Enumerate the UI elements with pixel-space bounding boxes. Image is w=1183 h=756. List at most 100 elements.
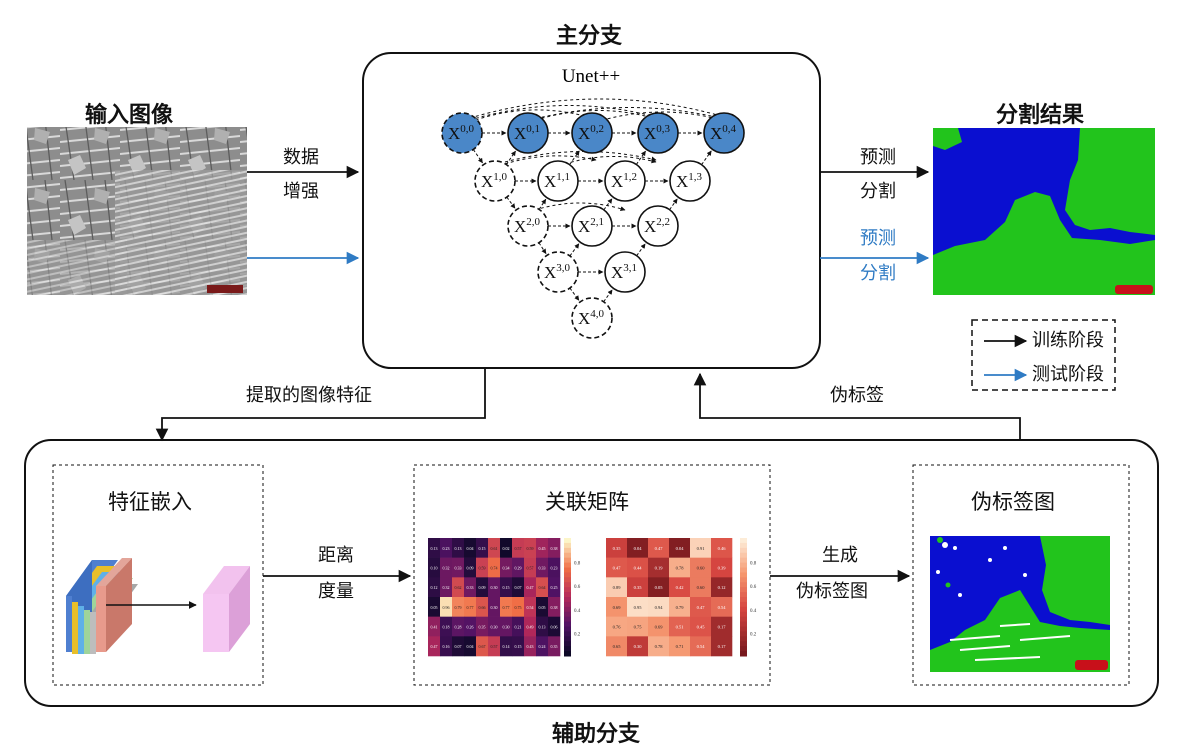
heatmap-cell bbox=[648, 538, 670, 558]
heatmap-value: 0.14 bbox=[503, 644, 510, 649]
heatmap-value: 0.15 bbox=[515, 644, 522, 649]
heatmap-value: 0.07 bbox=[515, 585, 522, 590]
colorbar-tick: 0.2 bbox=[574, 632, 581, 637]
heatmap-cell bbox=[627, 538, 649, 558]
colorbar-tick: 0.6 bbox=[574, 585, 581, 590]
predict-test-label-2: 分割 bbox=[860, 263, 896, 284]
heatmap-cell bbox=[524, 597, 537, 617]
heatmap-cell bbox=[488, 557, 501, 578]
heatmap-cell bbox=[524, 577, 537, 598]
unet-node-label: X bbox=[578, 124, 590, 143]
heatmap-value: 0.30 bbox=[503, 625, 510, 630]
heatmap-cell bbox=[606, 577, 628, 598]
heatmap-cell bbox=[452, 636, 465, 657]
unet-node-label: X bbox=[644, 217, 656, 236]
heatmap-cell bbox=[648, 636, 670, 657]
heatmap-cell bbox=[488, 597, 501, 617]
legend-test-label: 测试阶段 bbox=[1032, 364, 1104, 385]
svg-text:X4,0: X4,0 bbox=[578, 308, 605, 328]
heatmap-value: 0.30 bbox=[491, 625, 498, 630]
heatmap-value: 0.78 bbox=[676, 566, 685, 571]
heatmap-value: 0.26 bbox=[467, 625, 474, 630]
svg-text:X2,2: X2,2 bbox=[644, 216, 670, 236]
heatmap-cell bbox=[500, 597, 513, 617]
heatmap-cell bbox=[690, 557, 712, 578]
heatmap-cell bbox=[488, 577, 501, 598]
heatmap-value: 0.02 bbox=[503, 546, 510, 551]
embedded-feature bbox=[203, 566, 250, 652]
heatmap-value: 0.04 bbox=[467, 644, 474, 649]
heatmap-value: 0.33 bbox=[467, 585, 474, 590]
heatmap-cell bbox=[512, 557, 525, 578]
heatmap-value: 0.34 bbox=[503, 566, 510, 571]
heatmap-cell bbox=[428, 636, 441, 657]
heatmap-cell bbox=[711, 538, 733, 558]
heatmap-cell bbox=[606, 616, 628, 637]
heatmap-value: 0.46 bbox=[718, 546, 727, 551]
heatmap-value: 0.29 bbox=[515, 566, 522, 571]
heatmap-cell bbox=[512, 636, 525, 657]
heatmap-value: 0.77 bbox=[503, 605, 510, 610]
colorbar-tick: 0.8 bbox=[750, 562, 757, 567]
heatmap-cell bbox=[536, 577, 549, 598]
heatmap-value: 0.45 bbox=[697, 625, 706, 630]
heatmap-value: 0.94 bbox=[655, 605, 664, 610]
heatmap-cell bbox=[669, 597, 691, 617]
heatmap-cell bbox=[711, 577, 733, 598]
heatmap-value: 0.13 bbox=[431, 546, 438, 551]
unet-node-x13: X1,3 bbox=[669, 160, 711, 202]
heatmap-cell bbox=[488, 636, 501, 657]
heatmap-value: 0.38 bbox=[551, 605, 558, 610]
predict-test-label-1: 预测 bbox=[860, 228, 896, 249]
heatmap-value: 0.35 bbox=[634, 585, 643, 590]
heatmap-value: 0.54 bbox=[697, 644, 706, 649]
heatmap-cell bbox=[524, 538, 537, 558]
svg-text:X0,4: X0,4 bbox=[710, 123, 737, 143]
heatmap-cell bbox=[690, 577, 712, 598]
unet-node-x00: X0,0 bbox=[441, 112, 483, 154]
heatmap-value: 0.04 bbox=[634, 546, 643, 551]
heatmap-cell bbox=[440, 557, 453, 578]
heatmap-cell bbox=[452, 577, 465, 598]
heatmap-value: 0.13 bbox=[539, 625, 546, 630]
unet-node-x30: X3,0 bbox=[537, 251, 579, 293]
heatmap-cell bbox=[500, 557, 513, 578]
heatmap-cell bbox=[648, 557, 670, 578]
pseudo-panel bbox=[912, 464, 1130, 686]
unet-node-x01: X0,1 bbox=[507, 112, 549, 154]
heatmap-value: 0.04 bbox=[676, 546, 685, 551]
distance-label-2: 度量 bbox=[318, 581, 354, 602]
unet-node-label: X bbox=[578, 217, 590, 236]
unet-node-label: X bbox=[710, 124, 722, 143]
heatmap-value: 0.49 bbox=[527, 625, 534, 630]
heatmap-value: 0.23 bbox=[551, 566, 558, 571]
heatmap-cell bbox=[648, 616, 670, 637]
svg-text:X1,2: X1,2 bbox=[611, 171, 637, 191]
heatmap-cell bbox=[452, 616, 465, 637]
heatmap-cell bbox=[536, 597, 549, 617]
heatmap-cell bbox=[669, 577, 691, 598]
heatmap-value: 0.57 bbox=[515, 546, 522, 551]
heatmap-cell bbox=[464, 616, 477, 637]
heatmap-value: 0.05 bbox=[539, 605, 546, 610]
heatmap-value: 0.30 bbox=[491, 585, 498, 590]
heatmap-value: 0.19 bbox=[655, 566, 664, 571]
heatmap-value: 0.12 bbox=[718, 585, 726, 590]
svg-text:X2,1: X2,1 bbox=[578, 216, 604, 236]
heatmap-cell bbox=[512, 538, 525, 558]
heatmap-cell bbox=[464, 557, 477, 578]
heatmap-value: 0.66 bbox=[479, 605, 486, 610]
heatmap-cell bbox=[606, 636, 628, 657]
heatmap-value: 0.75 bbox=[634, 625, 643, 630]
heatmap-value: 0.45 bbox=[539, 546, 546, 551]
unet-node-label: X bbox=[644, 124, 656, 143]
heatmap-cell bbox=[648, 577, 670, 598]
heatmap-value: 0.28 bbox=[455, 625, 462, 630]
heatmap-cell bbox=[711, 636, 733, 657]
embed-panel bbox=[52, 464, 264, 686]
heatmap-value: 0.12 bbox=[431, 585, 438, 590]
heatmap-cell bbox=[627, 597, 649, 617]
pseudo-label-map bbox=[930, 536, 1110, 672]
heatmap-value: 0.15 bbox=[503, 585, 510, 590]
